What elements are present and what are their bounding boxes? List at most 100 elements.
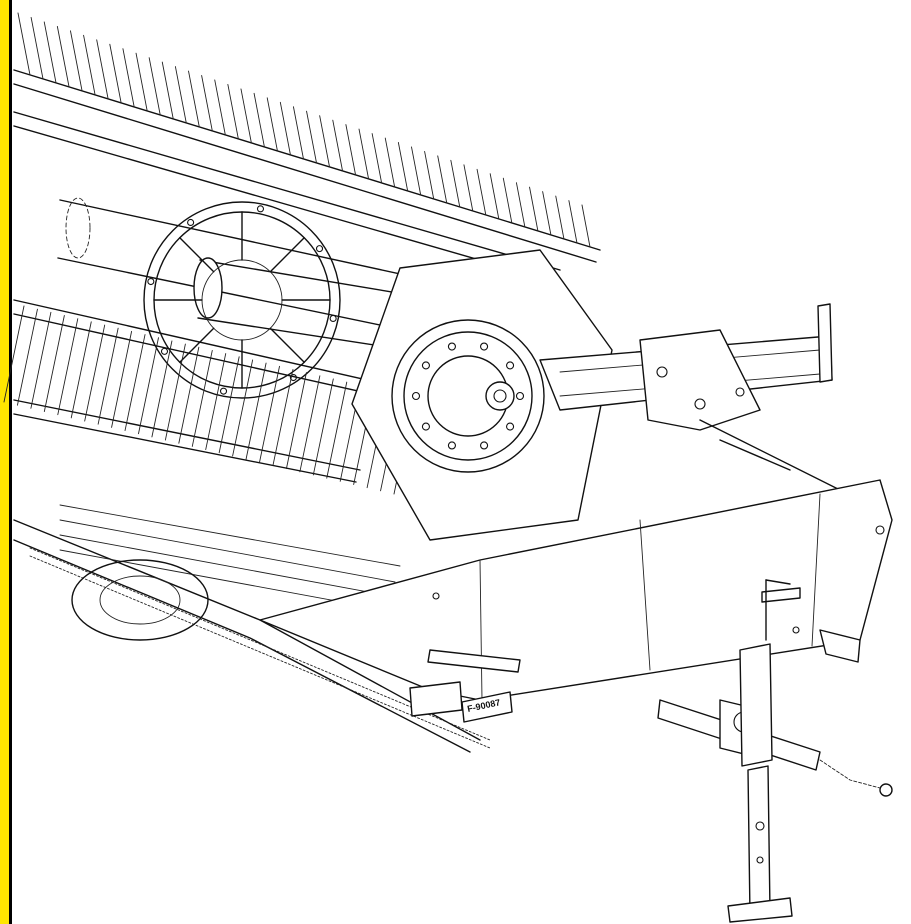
bolt-hole xyxy=(447,441,456,450)
jack-stand xyxy=(727,579,793,923)
tine xyxy=(542,191,552,236)
transport-hitch xyxy=(657,699,893,797)
tine xyxy=(232,359,254,457)
tine xyxy=(83,34,96,96)
tine xyxy=(358,128,370,180)
tine xyxy=(214,79,226,136)
tine xyxy=(450,159,461,208)
tine xyxy=(205,353,227,451)
tine xyxy=(148,57,161,116)
tine xyxy=(96,39,109,100)
tine xyxy=(568,200,578,244)
tine xyxy=(43,21,57,84)
yellow-accent-bar xyxy=(0,0,9,924)
tine xyxy=(292,106,304,160)
hex-drive-plate xyxy=(351,249,613,541)
tine xyxy=(489,173,500,220)
model-plate: F-90087 xyxy=(409,681,513,723)
tine xyxy=(312,378,334,476)
tine xyxy=(188,70,200,128)
tine xyxy=(240,88,252,144)
tine xyxy=(178,346,200,444)
tine xyxy=(227,83,239,140)
tine xyxy=(30,17,44,80)
tine xyxy=(124,334,146,432)
tine xyxy=(3,305,25,403)
tine xyxy=(437,155,448,204)
wheel-spoke xyxy=(269,327,305,363)
tine xyxy=(529,186,539,232)
tine xyxy=(371,133,383,184)
tine xyxy=(411,146,422,196)
wheel-spoke xyxy=(269,237,305,273)
tine xyxy=(57,318,79,416)
tine xyxy=(135,52,148,112)
tine xyxy=(16,308,38,406)
tine xyxy=(43,315,65,412)
tine xyxy=(17,12,31,76)
tine xyxy=(164,343,186,441)
tine xyxy=(70,321,92,419)
tine xyxy=(285,372,307,470)
tine xyxy=(97,327,119,425)
tine xyxy=(218,356,240,454)
reel-spider-wheel xyxy=(143,201,341,399)
bolt-hole xyxy=(506,361,515,370)
tine xyxy=(555,195,565,240)
bolt-hole xyxy=(480,342,489,351)
tine xyxy=(161,61,174,120)
tine xyxy=(138,337,159,435)
wheel-spoke xyxy=(179,237,215,273)
bolt-hole xyxy=(480,441,489,450)
lower-tine-bar xyxy=(3,299,421,495)
bolt-hole xyxy=(219,387,228,395)
tine xyxy=(201,75,213,132)
skid-shoe xyxy=(819,629,861,663)
tine xyxy=(279,101,291,156)
tine xyxy=(70,30,83,92)
bolt-hole xyxy=(506,422,515,431)
tine xyxy=(502,177,513,224)
tine xyxy=(397,142,409,192)
tine xyxy=(424,150,435,200)
tine xyxy=(122,48,135,108)
tine xyxy=(253,92,265,148)
tine xyxy=(384,137,396,188)
reel-support-arm xyxy=(539,303,861,501)
bolt-hole xyxy=(447,342,456,351)
tine xyxy=(84,324,106,422)
tine xyxy=(463,164,474,212)
tine xyxy=(515,182,526,228)
bolt-hole xyxy=(187,218,195,227)
wheel-spoke xyxy=(179,327,215,363)
tine xyxy=(30,311,52,409)
tine xyxy=(266,97,278,152)
tine xyxy=(326,381,348,479)
tine xyxy=(191,349,213,447)
bolt-hole xyxy=(515,391,525,401)
bolt-hole xyxy=(315,245,324,253)
upper-tine-bar xyxy=(13,12,601,283)
bolt-hole xyxy=(411,391,421,401)
tine xyxy=(345,124,357,176)
tine xyxy=(319,115,330,168)
tine xyxy=(56,25,70,88)
tine xyxy=(272,368,294,466)
bolt-hole xyxy=(421,422,430,431)
tine xyxy=(245,362,267,460)
tine xyxy=(259,365,280,463)
tine xyxy=(174,66,187,124)
bolt-hole xyxy=(147,277,155,286)
tine xyxy=(299,375,321,473)
tine xyxy=(581,204,591,248)
tine xyxy=(306,110,317,164)
tine xyxy=(151,340,173,438)
bolt-hole xyxy=(160,347,169,355)
bolt-hole xyxy=(421,361,430,370)
tine xyxy=(476,168,487,216)
bolt-hole xyxy=(256,205,265,213)
tine xyxy=(111,330,133,428)
accent-bar-edge xyxy=(9,0,12,924)
